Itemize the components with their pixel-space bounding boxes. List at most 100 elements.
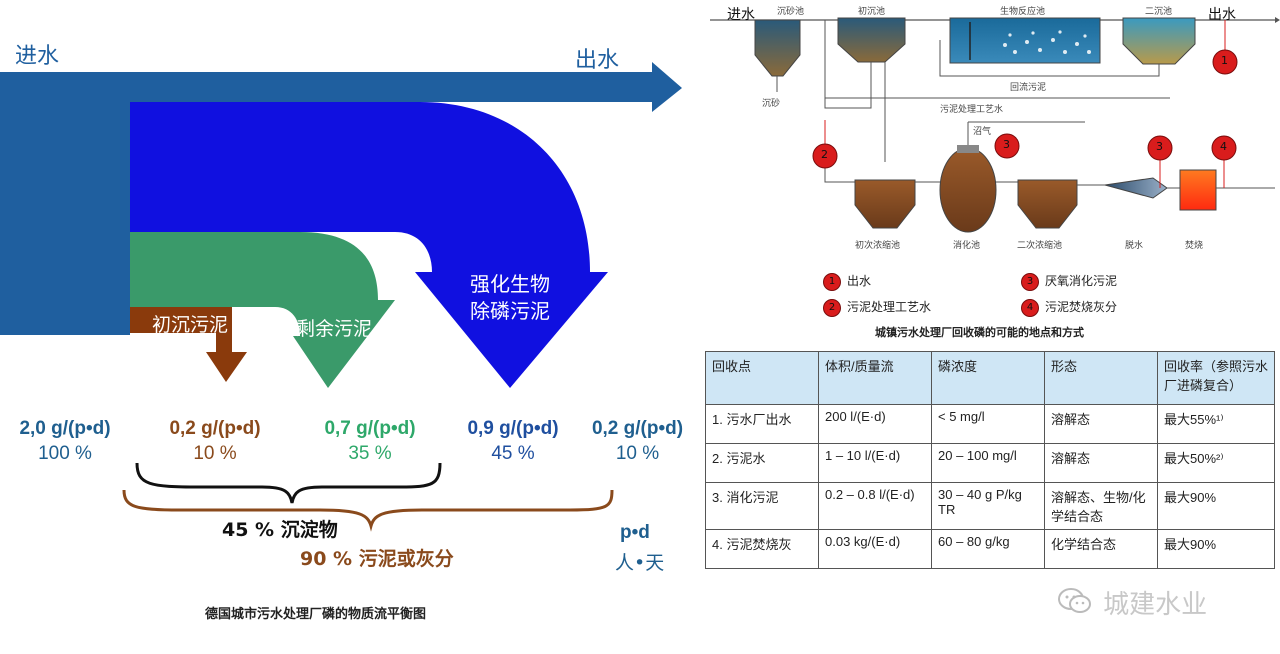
legend-badge-4: 4 [1021, 298, 1039, 317]
secondary-clarifier [1122, 17, 1196, 65]
treatment-process-diagram: 进水 出水 沉砂池 沉砂 初沉池 生物反应池 二沉池 回流污泥 污泥处理工艺水 … [705, 0, 1280, 340]
marker-4-num: 4 [1220, 140, 1227, 153]
outflow-label: 出水 [575, 48, 620, 73]
primary-sludge-label: 初沉污泥 [152, 314, 229, 336]
legend-badge-1: 1 [823, 272, 841, 291]
marker-2-num: 2 [821, 148, 828, 161]
table-cell: 1. 污水厂出水 [705, 404, 819, 444]
value-excess-pct: 35 % [348, 443, 392, 464]
excess-sludge-label: 剩余污泥 [296, 318, 373, 340]
table-row: 4. 污泥焚烧灰 0.03 kg/(E·d) 60 – 80 g/kg 化学结合… [705, 529, 1275, 569]
watermark: 城建水业 [1058, 584, 1207, 621]
thickener-2-label: 二次浓缩池 [1017, 241, 1063, 251]
legend-item-4: 4 污泥焚烧灰分 [1021, 298, 1117, 317]
watermark-text: 城建水业 [1103, 590, 1208, 620]
grit-tank [754, 19, 801, 77]
table-cell: 200 l/(E·d) [818, 404, 932, 444]
marker-4 [1211, 135, 1237, 188]
table-cell: 最大50%²⁾ [1157, 443, 1275, 483]
primary-clarifier [837, 17, 906, 63]
thickener-2 [1017, 179, 1078, 229]
dewatering-label: 脱水 [1125, 241, 1144, 251]
return-sludge-label: 回流污泥 [1010, 83, 1047, 93]
inflow-label: 进水 [15, 44, 60, 69]
bio-sludge-label-2: 除磷污泥 [470, 299, 550, 323]
table-row: 1. 污水厂出水 200 l/(E·d) < 5 mg/l 溶解态 最大55%¹… [705, 404, 1275, 444]
outflow-arrow [130, 62, 682, 112]
bio-sludge-flow [130, 102, 608, 388]
value-influent-pct: 100 % [38, 443, 92, 464]
value-bio-mass: 0,9 g/(p•d) [467, 418, 559, 439]
table-cell: 溶解态 [1044, 404, 1158, 444]
process-graphic [710, 17, 1280, 233]
biogas-label: 沼气 [973, 127, 992, 137]
value-primary-pct: 10 % [193, 443, 237, 464]
table-cell: 溶解态、生物/化学结合态 [1044, 482, 1158, 530]
inflow-block [0, 72, 130, 335]
bio-reactor [949, 17, 1101, 64]
table-header-row: 回收点 体积/质量流 磷浓度 形态 回收率（参照污水厂进磷复合） [705, 351, 1275, 405]
secondary-clarifier-label: 二沉池 [1145, 7, 1173, 17]
legend-text-3: 厌氧消化污泥 [1045, 274, 1118, 288]
header-concentration: 磷浓度 [931, 351, 1045, 405]
incinerator [1179, 169, 1217, 211]
sediment-brace [135, 462, 442, 504]
process-water-label: 污泥处理工艺水 [940, 105, 1004, 115]
sludge-brace [122, 489, 614, 532]
table-cell: 4. 污泥焚烧灰 [705, 529, 819, 569]
table-cell: 0.2 – 0.8 l/(E·d) [818, 482, 932, 530]
unit-label-2: 人•天 [615, 552, 665, 574]
thickener-1-label: 初次浓缩池 [855, 241, 901, 251]
value-bio-pct: 45 % [491, 443, 535, 464]
wechat-icon [1058, 587, 1092, 619]
unit-label-1: p•d [620, 522, 650, 543]
sediment-total-label: 45 % 沉淀物 [222, 519, 338, 541]
table-cell: 溶解态 [1044, 443, 1158, 483]
primary-sludge-flow [130, 307, 247, 382]
value-primary-mass: 0,2 g/(p•d) [169, 418, 261, 439]
value-influent-mass: 2,0 g/(p•d) [19, 418, 111, 439]
legend-text-1: 出水 [847, 274, 872, 288]
table-cell: < 5 mg/l [931, 404, 1045, 444]
marker-3a-num: 3 [1003, 138, 1010, 151]
sankey-caption: 德国城市污水处理厂磷的物质流平衡图 [205, 607, 427, 622]
primary-clarifier-label: 初沉池 [858, 7, 886, 17]
legend-badge-3: 3 [1021, 272, 1039, 291]
value-effluent-mass: 0,2 g/(p•d) [591, 418, 684, 439]
grit-label: 沉砂 [762, 99, 781, 109]
value-effluent-pct: 10 % [615, 443, 660, 464]
marker-3b [1147, 135, 1173, 188]
table-cell: 化学结合态 [1044, 529, 1158, 569]
table-cell: 3. 消化污泥 [705, 482, 819, 530]
thickener-1 [854, 179, 916, 229]
table-cell: 2. 污泥水 [705, 443, 819, 483]
grit-tank-label: 沉砂池 [777, 7, 805, 17]
header-recovery-rate: 回收率（参照污水厂进磷复合） [1157, 351, 1275, 405]
marker-2 [812, 120, 838, 169]
legend-text-2: 污泥处理工艺水 [847, 300, 932, 314]
table-row: 3. 消化污泥 0.2 – 0.8 l/(E·d) 30 – 40 g P/kg… [705, 482, 1275, 530]
legend-item-1: 1 出水 [823, 272, 871, 291]
table-cell: 60 – 80 g/kg [931, 529, 1045, 569]
process-caption: 城镇污水处理厂回收磷的可能的地点和方式 [875, 326, 1084, 339]
legend-text-4: 污泥焚烧灰分 [1045, 300, 1118, 314]
excess-sludge-flow [130, 232, 395, 388]
marker-1 [1212, 20, 1238, 75]
process-outflow-label: 出水 [1208, 7, 1236, 23]
process-inflow-label: 进水 [727, 7, 755, 23]
recovery-table: 回收点 体积/质量流 磷浓度 形态 回收率（参照污水厂进磷复合） 1. 污水厂出… [705, 351, 1275, 569]
bio-sludge-label-1: 强化生物 [470, 272, 550, 296]
marker-3b-num: 3 [1156, 140, 1163, 153]
digester [939, 147, 997, 233]
table-cell: 1 – 10 l/(E·d) [818, 443, 932, 483]
digester-label: 消化池 [953, 241, 981, 251]
table-cell: 最大90% [1157, 529, 1275, 569]
value-excess-mass: 0,7 g/(p•d) [324, 418, 416, 439]
sludge-total-label: 90 % 污泥或灰分 [300, 548, 454, 570]
phosphorus-sankey-diagram: 进水 出水 初沉污泥 剩余污泥 强化生物 除磷污泥 2,0 g/(p•d) 10… [0, 44, 684, 622]
header-recovery-point: 回收点 [705, 351, 819, 405]
table-cell: 20 – 100 mg/l [931, 443, 1045, 483]
table-cell: 最大55%¹⁾ [1157, 404, 1275, 444]
bio-reactor-label: 生物反应池 [1000, 7, 1046, 17]
